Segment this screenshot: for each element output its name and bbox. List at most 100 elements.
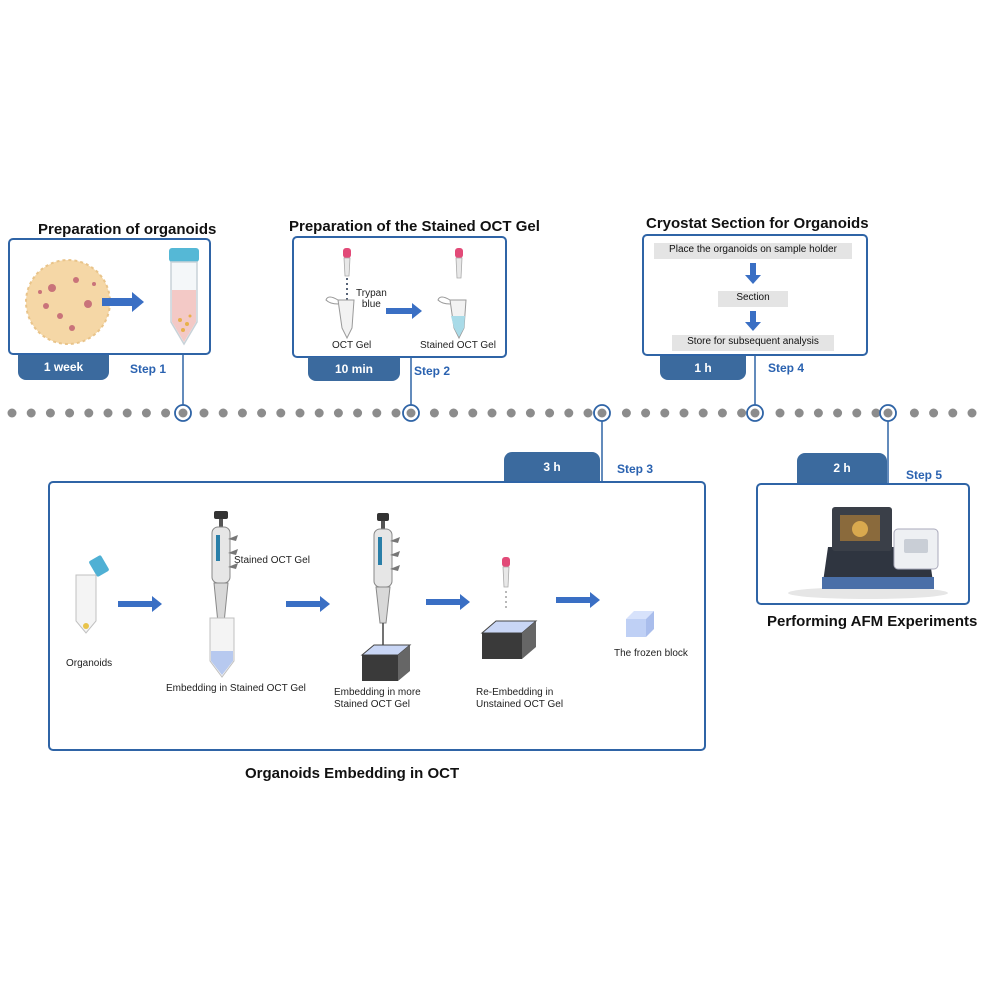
step5-title: Performing AFM Experiments bbox=[767, 613, 978, 630]
step2-title: Preparation of the Stained OCT Gel bbox=[289, 218, 540, 235]
timeline-dot bbox=[929, 408, 939, 418]
timeline-dot bbox=[967, 408, 977, 418]
dropper-box-illustration bbox=[480, 557, 538, 659]
timeline-dot bbox=[737, 408, 747, 418]
step1-box bbox=[8, 238, 211, 355]
timeline-dot bbox=[161, 408, 171, 418]
down-arrow-icon bbox=[745, 311, 761, 331]
timeline-dot bbox=[525, 408, 535, 418]
stained-oct-gel-pipette-label: Stained OCT Gel bbox=[234, 555, 310, 566]
timeline-dot bbox=[391, 408, 401, 418]
timeline-dot bbox=[26, 408, 36, 418]
timeline-dot bbox=[295, 408, 305, 418]
step3-title: Organoids Embedding in OCT bbox=[245, 765, 460, 782]
timeline-dot bbox=[717, 408, 727, 418]
timeline-dot bbox=[122, 408, 132, 418]
timeline-dot bbox=[698, 408, 708, 418]
timeline-dot bbox=[353, 408, 363, 418]
timeline-dot bbox=[583, 408, 593, 418]
timeline-dot bbox=[257, 408, 267, 418]
arrow-icon bbox=[556, 592, 600, 608]
afm-instrument-illustration bbox=[788, 507, 948, 599]
dropper-tube-left-illustration bbox=[325, 248, 355, 340]
flow-box-section: Section bbox=[718, 291, 788, 307]
timeline-dot bbox=[641, 408, 651, 418]
step4-box: Place the organoids on sample holder Sec… bbox=[642, 234, 868, 356]
step3-box: Organoids Stained OCT Gel Embedding in S… bbox=[48, 481, 706, 751]
organoids-tube-icon bbox=[75, 555, 109, 634]
timeline-dot bbox=[660, 408, 670, 418]
timeline-dot bbox=[833, 408, 843, 418]
step1-label: Step 1 bbox=[130, 362, 167, 376]
timeline-dot bbox=[333, 408, 343, 418]
step3-label: Step 3 bbox=[617, 462, 654, 476]
timeline-dot bbox=[218, 408, 228, 418]
timeline-dot bbox=[314, 408, 324, 418]
timeline-dot bbox=[871, 408, 881, 418]
timeline-dot bbox=[449, 408, 459, 418]
timeline-dot bbox=[775, 408, 785, 418]
embed1-label: Embedding in Stained OCT Gel bbox=[166, 683, 306, 694]
pipette-tube-illustration bbox=[209, 511, 238, 678]
timeline-dot bbox=[429, 408, 439, 418]
arrow-icon bbox=[386, 303, 422, 319]
stained-oct-gel-label: Stained OCT Gel bbox=[420, 340, 496, 351]
step4-duration-badge: 1 h bbox=[660, 356, 746, 380]
timeline-dot bbox=[84, 408, 94, 418]
step2-label: Step 2 bbox=[414, 364, 451, 378]
timeline-dot bbox=[372, 408, 382, 418]
arrow-icon bbox=[426, 594, 470, 610]
step1-title: Preparation of organoids bbox=[38, 221, 217, 238]
flow-box-place: Place the organoids on sample holder bbox=[654, 243, 852, 259]
timeline-dot bbox=[65, 408, 75, 418]
flow-box-store: Store for subsequent analysis bbox=[672, 335, 834, 351]
timeline-dot bbox=[564, 408, 574, 418]
trypan-blue-label: Trypan blue bbox=[356, 288, 387, 310]
step2-timeline-marker-dot bbox=[406, 408, 416, 418]
step2-box: Trypan blue OCT Gel Stained OCT Gel bbox=[292, 236, 507, 358]
pipette-box-illustration bbox=[360, 513, 412, 681]
centrifuge-tube-icon bbox=[169, 248, 199, 346]
step4-title: Cryostat Section for Organoids bbox=[646, 215, 869, 232]
timeline-dot bbox=[103, 408, 113, 418]
timeline-dot bbox=[909, 408, 919, 418]
organoids-label: Organoids bbox=[66, 658, 113, 669]
timeline-dot bbox=[506, 408, 516, 418]
oct-gel-label: OCT Gel bbox=[332, 340, 372, 351]
timeline-dot bbox=[276, 408, 286, 418]
dropper-tube-right-illustration bbox=[437, 248, 467, 340]
step4-label: Step 4 bbox=[768, 361, 805, 375]
timeline-dot bbox=[948, 408, 958, 418]
step5-label: Step 5 bbox=[906, 468, 943, 482]
arrow-icon bbox=[118, 596, 162, 612]
timeline-dot bbox=[7, 408, 17, 418]
timeline-dot bbox=[199, 408, 209, 418]
timeline-dot bbox=[45, 408, 55, 418]
down-arrow-icon bbox=[745, 263, 761, 284]
timeline-dot bbox=[545, 408, 555, 418]
step5-timeline-marker-dot bbox=[883, 408, 893, 418]
step5-duration-badge: 2 h bbox=[797, 453, 887, 483]
timeline-dot bbox=[141, 408, 151, 418]
timeline-dot bbox=[679, 408, 689, 418]
reembed-label: Re-Embedding in Unstained OCT Gel bbox=[476, 687, 564, 710]
step4-timeline-marker-dot bbox=[750, 408, 760, 418]
step1-timeline-marker-dot bbox=[178, 408, 188, 418]
step3-duration-badge: 3 h bbox=[504, 452, 600, 482]
frozen-block-label: The frozen block bbox=[614, 648, 688, 659]
timeline-dot bbox=[487, 408, 497, 418]
frozen-block-icon bbox=[626, 611, 654, 637]
timeline-dot bbox=[794, 408, 804, 418]
timeline-dot bbox=[468, 408, 478, 418]
timeline-dot bbox=[813, 408, 823, 418]
timeline-dot bbox=[237, 408, 247, 418]
timeline-dot bbox=[621, 408, 631, 418]
timeline-dot bbox=[852, 408, 862, 418]
arrow-icon bbox=[102, 292, 144, 312]
arrow-icon bbox=[286, 596, 330, 612]
embed2-label: Embedding in more Stained OCT Gel bbox=[334, 687, 421, 710]
step3-timeline-marker-dot bbox=[597, 408, 607, 418]
step1-duration-badge: 1 week bbox=[18, 355, 109, 380]
step2-duration-badge: 10 min bbox=[308, 357, 400, 381]
